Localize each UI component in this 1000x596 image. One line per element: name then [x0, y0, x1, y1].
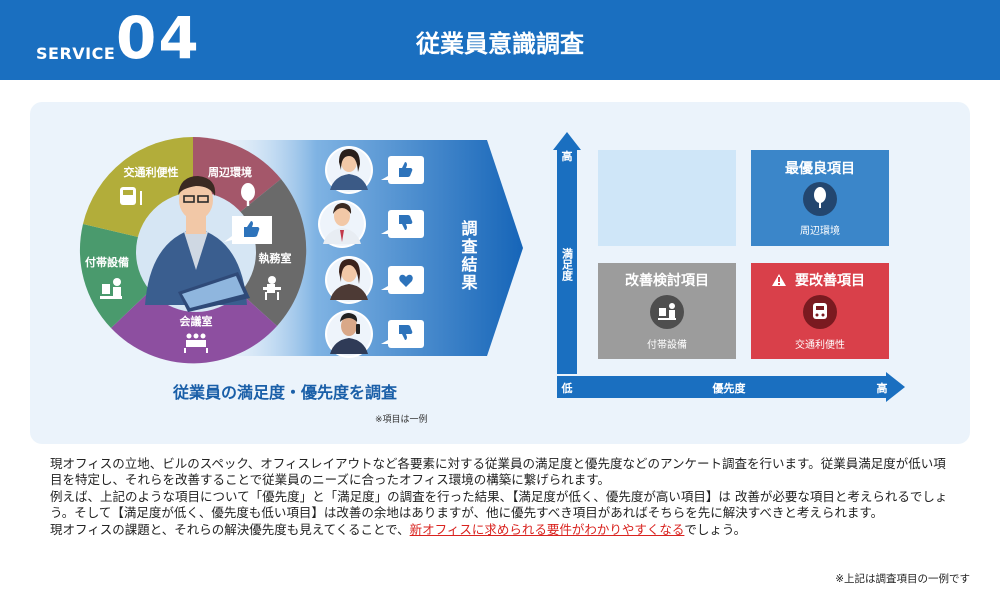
- facility-person-icon: [100, 278, 122, 299]
- thumbs-down-bubble: [381, 320, 424, 348]
- service-number: 04: [116, 4, 201, 72]
- tree-icon: [241, 183, 255, 206]
- description-paragraph-2: 例えば、上記のような項目について「優先度」と「満足度」の調査を行った結果、【満足…: [50, 488, 948, 521]
- heart-icon: [399, 274, 413, 287]
- quadrant-best-title: 最優良項目: [785, 160, 855, 177]
- respondent-4: [325, 310, 373, 358]
- quadrant-best-item: 周辺環境: [800, 224, 840, 237]
- wheel-label-access: 交通利便性: [124, 165, 179, 179]
- thumbs-down-bubble: [381, 210, 424, 238]
- header-bar: SERVICE 04 従業員意識調査: [0, 0, 1000, 80]
- wheel-label-surroundings: 周辺環境: [208, 165, 252, 179]
- quadrant-must-item: 交通利便性: [795, 338, 845, 351]
- result-label: 調査結果: [459, 219, 479, 292]
- tree-icon: [814, 187, 826, 208]
- diagram-note: ※項目は一例: [375, 415, 428, 425]
- quadrant-review-item: 付帯設備: [647, 338, 687, 351]
- description-p3-before: 現オフィスの課題と、それらの解決優先度も見えてくることで、: [50, 521, 410, 537]
- thumbs-down-icon: [399, 325, 413, 340]
- wheel-label-facilities: 付帯設備: [85, 255, 129, 269]
- desk-worker-icon: [263, 276, 281, 300]
- description: 現オフィスの立地、ビルのスペック、オフィスレイアウトなど各要素に対する従業員の満…: [50, 456, 950, 538]
- train-icon: [120, 187, 142, 205]
- facility-person-icon: [658, 303, 676, 320]
- description-paragraph-3: 現オフィスの課題と、それらの解決優先度も見えてくることで、新オフィスに求められる…: [50, 522, 950, 538]
- page-title: 従業員意識調査: [416, 30, 584, 58]
- quadrant-review-title: 改善検討項目: [625, 272, 709, 289]
- diagram-caption: 従業員の満足度・優先度を調査: [172, 383, 397, 402]
- priority-matrix: 高 満足度 低 優先度 高 最優良項目 周辺環境 改善検討項目 付帯設備 要改善…: [553, 132, 905, 402]
- wheel-label-office: 執務室: [259, 251, 292, 265]
- matrix-axis-x: [557, 376, 887, 398]
- quadrant-must-title: 要改善項目: [795, 272, 865, 289]
- train-icon: [813, 303, 827, 319]
- respondent-2: [318, 200, 366, 248]
- matrix-axis-y-arrowhead: [553, 132, 581, 150]
- matrix-axis-y: [557, 148, 577, 374]
- service-label: SERVICE: [36, 44, 116, 63]
- respondent-3: [325, 256, 373, 304]
- requirements-link[interactable]: 新オフィスに求められる要件がわかりやすくなる: [409, 521, 685, 537]
- conference-icon: [184, 333, 208, 353]
- description-p3-after: でしょう。: [684, 521, 747, 537]
- thumbs-up-bubble: [381, 156, 424, 184]
- quadrant-empty: [598, 150, 736, 246]
- wheel-label-meeting: 会議室: [180, 314, 213, 328]
- like-bubble: [224, 216, 272, 244]
- x-axis-high-label: 高: [877, 381, 888, 395]
- thumbs-down-icon: [399, 215, 413, 230]
- survey-diagram: 周辺環境 執務室 会議室 付帯設備 交通利便性: [79, 132, 905, 402]
- matrix-axis-x-arrowhead: [886, 372, 905, 402]
- thumbs-up-icon: [399, 162, 413, 177]
- y-axis-high-label: 高: [562, 149, 573, 163]
- respondent-1: [325, 146, 373, 194]
- x-axis-label: 優先度: [712, 381, 747, 395]
- heart-bubble: [381, 266, 424, 294]
- footnote: ※上記は調査項目の一例です: [835, 573, 970, 585]
- surveyor-illustration: [136, 176, 256, 312]
- y-axis-label: 満足度: [561, 247, 574, 282]
- x-axis-low-label: 低: [561, 381, 573, 395]
- description-paragraph-1: 現オフィスの立地、ビルのスペック、オフィスレイアウトなど各要素に対する従業員の満…: [50, 456, 946, 488]
- thumbs-up-icon: [244, 221, 260, 237]
